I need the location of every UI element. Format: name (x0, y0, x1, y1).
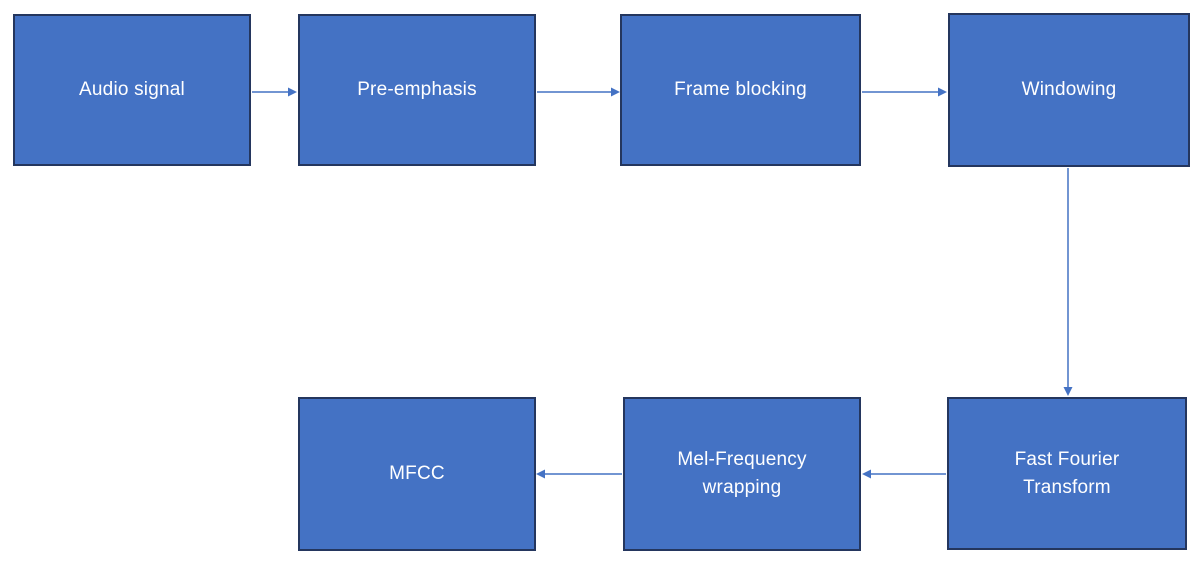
flow-node-mfcc: MFCC (298, 397, 536, 551)
arrow-preemphasis-to-frameblocking (537, 87, 620, 97)
arrow-melwrapping-to-mfcc (536, 469, 622, 479)
arrow-fft-to-melwrapping (862, 469, 946, 479)
flow-node-mel-frequency-wrapping: Mel-Frequency wrapping (623, 397, 861, 551)
flow-node-frame-blocking: Frame blocking (620, 14, 861, 166)
arrow-frameblocking-to-windowing (862, 87, 947, 97)
flow-node-audio-signal: Audio signal (13, 14, 251, 166)
flow-node-pre-emphasis: Pre-emphasis (298, 14, 536, 166)
arrow-windowing-to-fft (1063, 168, 1073, 396)
flow-node-fast-fourier-transform: Fast Fourier Transform (947, 397, 1187, 550)
flow-node-windowing: Windowing (948, 13, 1190, 167)
arrow-audio-to-preemphasis (252, 87, 297, 97)
